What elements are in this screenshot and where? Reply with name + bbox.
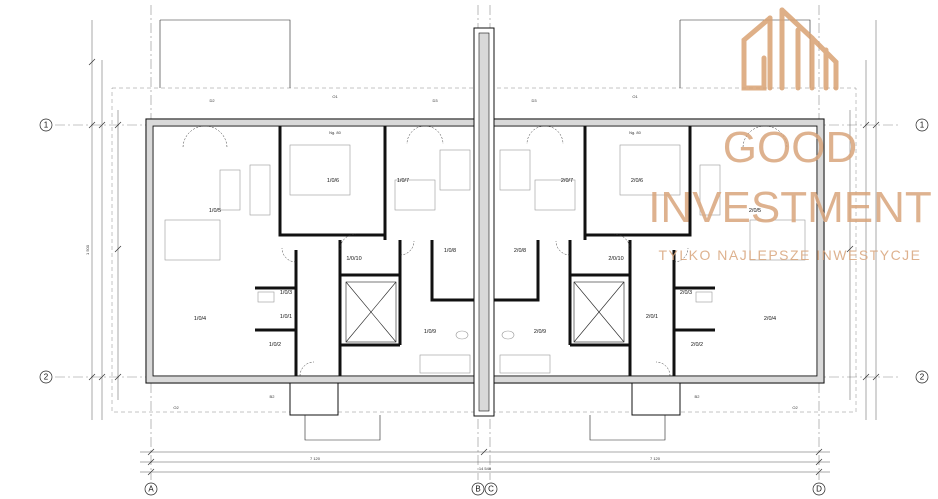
axis-label-col-c: C <box>488 485 494 494</box>
room-label-2-0-6: 2/0/6 <box>631 178 643 184</box>
note-o1-right: O1 <box>632 94 638 99</box>
axis-marker-col-a: A <box>144 482 158 496</box>
axis-label-col-b: B <box>475 485 480 494</box>
room-label-2-0-4: 2/0/4 <box>764 316 776 322</box>
furniture <box>164 144 806 374</box>
note-o2-right: O2 <box>792 405 798 410</box>
room-label-1-0-3: 1/0/3 <box>280 290 292 296</box>
note-ng80-right: Ng. 80 <box>629 130 642 135</box>
axis-marker-row-2-right: 2 <box>915 370 929 384</box>
note-ng80-left: Ng. 80 <box>329 130 342 135</box>
room-label-2-0-1: 2/0/1 <box>646 314 658 320</box>
note-d3-right: D3 <box>531 98 537 103</box>
staircase-left <box>345 281 397 343</box>
note-b2-left: B2 <box>270 394 276 399</box>
good-investment-logo-icon <box>741 7 839 91</box>
axis-marker-col-c: C <box>484 482 498 496</box>
room-label-2-0-8: 2/0/8 <box>514 248 526 254</box>
room-label-2-0-5: 2/0/5 <box>749 208 761 214</box>
note-o2-left: O2 <box>173 405 179 410</box>
dimension-chain-left: 1 500 <box>85 20 122 420</box>
room-label-1-0-7: 1/0/7 <box>397 178 409 184</box>
dimension-chain-right <box>846 20 880 420</box>
bottom-dim-total: 14 540 <box>479 466 492 471</box>
axis-label-row-2-left: 2 <box>44 373 49 382</box>
staircase-right <box>573 281 625 343</box>
axis-marker-col-d: D <box>812 482 826 496</box>
axis-label-row-1-left: 1 <box>44 121 49 130</box>
room-label-1-0-5: 1/0/5 <box>209 208 221 214</box>
room-label-2-0-2: 2/0/2 <box>691 342 703 348</box>
porch-right <box>631 382 681 416</box>
room-label-2-0-7: 2/0/7 <box>561 178 573 184</box>
room-label-1-0-6: 1/0/6 <box>327 178 339 184</box>
note-o1-left: O1 <box>332 94 338 99</box>
room-label-1-0-8: 1/0/8 <box>444 248 456 254</box>
axis-label-row-1-right: 1 <box>920 121 925 130</box>
room-label-1-0-1: 1/0/1 <box>280 314 292 320</box>
axis-marker-col-b: B <box>471 482 485 496</box>
brand-line-good: GOOD <box>723 123 857 172</box>
brand-line-investment: INVESTMENT <box>648 183 932 232</box>
axis-marker-row-2-left: 2 <box>39 370 53 384</box>
note-b2-right: B2 <box>695 394 701 399</box>
axis-marker-row-1-right: 1 <box>915 118 929 132</box>
roof-outline-left <box>159 19 291 88</box>
room-label-2-0-3: 2/0/3 <box>680 290 692 296</box>
axis-marker-row-1-left: 1 <box>39 118 53 132</box>
porch-left <box>289 382 339 416</box>
room-label-1-0-10: 1/0/10 <box>346 256 361 262</box>
room-label-1-0-9: 1/0/9 <box>424 329 436 335</box>
axis-label-col-d: D <box>816 485 822 494</box>
axis-label-row-2-right: 2 <box>920 373 925 382</box>
side-dim-total: 1 500 <box>85 244 90 255</box>
bottom-dim-right: 7 120 <box>650 456 661 461</box>
dimension-chain-bottom: 7 120 7 120 14 540 <box>140 448 830 476</box>
note-d2-left: D2 <box>209 98 215 103</box>
room-label-1-0-4: 1/0/4 <box>194 316 206 322</box>
room-label-1-0-2: 1/0/2 <box>269 342 281 348</box>
door-swings <box>182 125 788 377</box>
note-d3-left: D3 <box>432 98 438 103</box>
brand-tagline: TYLKO NAJLEPSZE INWESTYCJE <box>658 247 921 263</box>
bottom-dim-left: 7 120 <box>310 456 321 461</box>
room-label-2-0-10: 2/0/10 <box>608 256 623 262</box>
axis-label-col-a: A <box>148 485 154 494</box>
room-label-2-0-9: 2/0/9 <box>534 329 546 335</box>
